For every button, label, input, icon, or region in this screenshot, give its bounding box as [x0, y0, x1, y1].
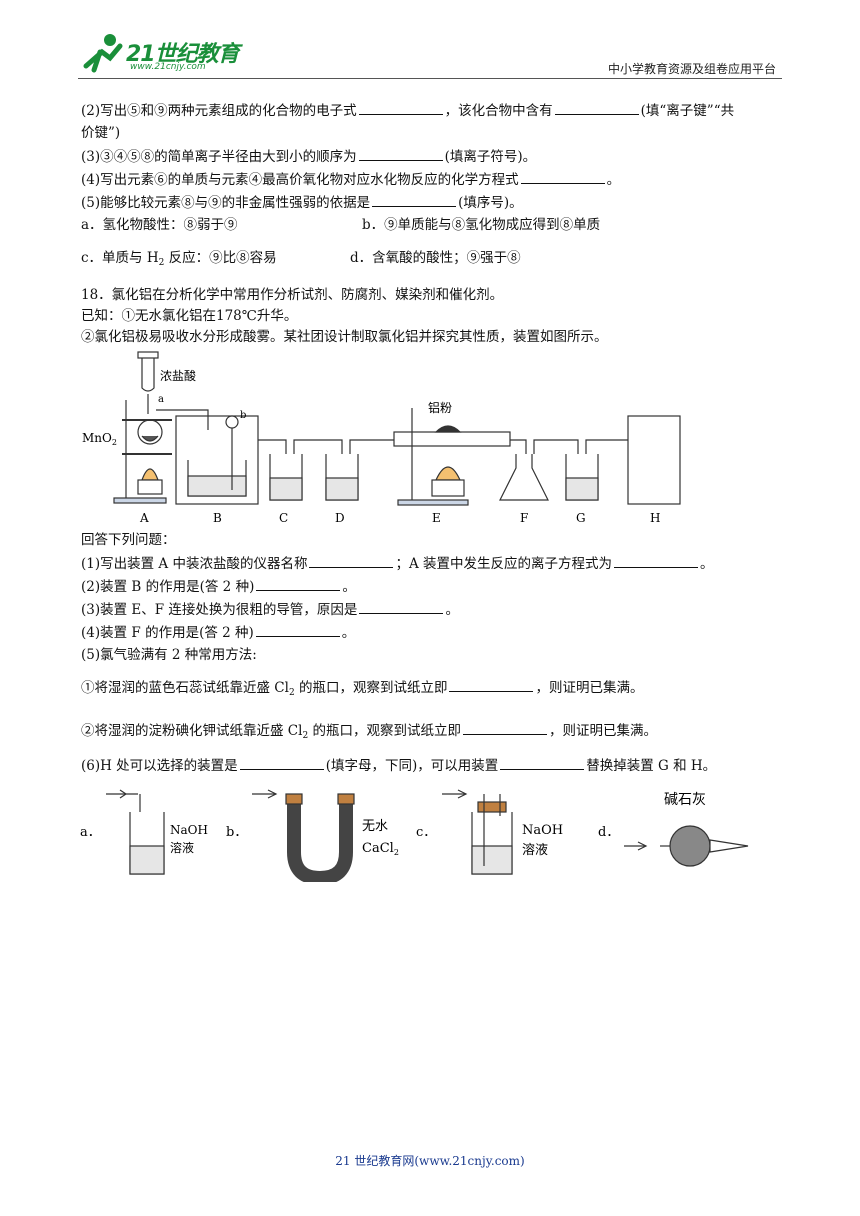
question-2-cont: 价键”) [81, 125, 121, 141]
letter-e: E [432, 511, 441, 525]
option-b: b．⑨单质能与⑧氢化物成应得到⑧单质 [362, 217, 601, 233]
drying-tube-bulb [669, 825, 711, 867]
answer-blank [449, 677, 534, 692]
letter-g: G [576, 511, 586, 525]
fig-b-text2: CaCl2 [362, 841, 399, 857]
known-1: 已知：①无水氯化铝在178℃升华。 [81, 308, 298, 324]
question-18: 18．氯化铝在分析化学中常用作分析试剂、防腐剂、媒染剂和催化剂。 [81, 287, 504, 303]
question-4: (4)写出元素⑥的单质与元素④最高价氧化物对应水化物反应的化学方程式。 [81, 169, 620, 190]
answer-blank [372, 192, 457, 207]
letter-f: F [520, 511, 528, 525]
tube-bcd [258, 439, 394, 454]
letter-h: H [650, 511, 660, 525]
sub-question-6: (6)H 处可以选择的装置是(填字母，下同)，可以用装置替换掉装置 G 和 H。 [81, 755, 716, 776]
tube-ab [156, 409, 209, 430]
fig-label-b: b． [226, 825, 247, 840]
sub-question-3: (3)装置 E、F 连接处换为很粗的导管，原因是。 [81, 599, 459, 620]
fig-b-text1: 无水 [362, 819, 388, 834]
answer-blank [358, 100, 443, 115]
answer-blank [500, 755, 585, 770]
option-d: d．含氧酸的酸性；⑨强于⑧ [350, 250, 521, 266]
box-h [627, 415, 681, 505]
label-hcl: 浓盐酸 [160, 368, 196, 383]
option-a: a．氢化物酸性：⑧弱于⑨ [81, 217, 238, 233]
answer-intro: 回答下列问题： [81, 532, 176, 548]
label-al: 铝粉 [428, 400, 452, 415]
method-1: ①将湿润的蓝色石蕊试纸靠近盛 Cl2 的瓶口，观察到试纸立即，则证明已集满。 [81, 677, 643, 703]
logo: 21世纪教育 www.21cnjy.com [80, 32, 250, 76]
fig-label-a: a． [80, 825, 101, 840]
sub-question-5: (5)氯气验满有 2 种常用方法: [81, 647, 257, 663]
option-c: c．单质与 H2 反应：⑨比⑧容易 [81, 250, 277, 268]
answer-blank [309, 553, 394, 568]
sub-question-4: (4)装置 F 的作用是(答 2 种)。 [81, 622, 355, 643]
fig-c-text1: NaOH [522, 823, 563, 838]
fig-label-d: d． [598, 825, 619, 840]
answer-blank [614, 553, 699, 568]
option-figures: a． NaOH 溶液 b． 无水 CaCl2 c． NaOH 溶液 d． 碱石灰 [80, 789, 749, 882]
page-header: 21世纪教育 www.21cnjy.com 中小学教育资源及组卷应用平台 [78, 30, 782, 79]
answer-blank [255, 622, 340, 637]
conical-flask-f [499, 454, 549, 501]
sub-question-1: (1)写出装置 A 中装浓盐酸的仪器名称；A 装置中发生反应的离子方程式为。 [81, 553, 714, 574]
stand-base [113, 497, 167, 504]
question-2: (2)写出⑤和⑨两种元素组成的化合物的电子式，该化合物中含有(填“离子键”“共 [81, 100, 734, 121]
fig-c-text2: 溶液 [522, 843, 548, 858]
alcohol-lamp-e [431, 479, 465, 497]
method-2: ②将湿润的淀粉碘化钾试纸靠近盛 Cl2 的瓶口，观察到试纸立即，则证明已集满。 [81, 720, 657, 746]
page-footer: 21 世纪教育网(www.21cnjy.com) [335, 1154, 525, 1168]
aluminum-powder [434, 425, 462, 433]
dropping-funnel [141, 358, 155, 392]
answer-blank [359, 599, 444, 614]
question-5: (5)能够比较元素⑧与⑨的非金属性强弱的依据是(填序号)。 [81, 192, 523, 213]
answer-blank [358, 146, 443, 161]
burner-flame [141, 468, 159, 481]
question-3: (3)③④⑤⑧的简单离子半径由大到小的顺序为(填离子符号)。 [81, 146, 536, 167]
fig-a-text1: NaOH [170, 823, 208, 837]
box-b [175, 415, 259, 505]
answer-blank [554, 100, 639, 115]
letter-b: B [213, 511, 222, 525]
platform-name: 中小学教育资源及组卷应用平台 [607, 62, 776, 76]
letter-d: D [335, 511, 345, 525]
alcohol-lamp [137, 479, 163, 495]
label-b-small: b [240, 410, 246, 421]
answer-blank [256, 576, 341, 591]
fig-d-text: 碱石灰 [664, 792, 706, 808]
label-mno2: MnO2 [82, 431, 117, 447]
apparatus-diagram: 浓盐酸 a b MnO2 铝粉 A B C D E F G H [82, 351, 681, 525]
safety-funnel [225, 415, 239, 429]
answer-blank [239, 755, 324, 770]
answer-blank [462, 720, 547, 735]
logo-url: www.21cnjy.com [130, 62, 206, 72]
burner-flame-e [435, 466, 461, 481]
fig-label-c: c． [416, 825, 436, 840]
funnel-stopper [137, 351, 159, 359]
tube-efgh [510, 439, 628, 454]
known-2: ②氯化铝极易吸收水分形成酸雾。某社团设计制取氯化铝并探究其性质，装置如图所示。 [81, 329, 608, 345]
label-a-small: a [158, 394, 164, 405]
sub-question-2: (2)装置 B 的作用是(答 2 种)。 [81, 576, 356, 597]
letter-a: A [139, 511, 149, 525]
u-tube [287, 804, 353, 882]
letter-c: C [279, 511, 288, 525]
runner-logo-icon [83, 34, 123, 73]
logo-text: 21世纪教育 [126, 42, 240, 67]
answer-blank [520, 169, 605, 184]
fig-a-text2: 溶液 [170, 840, 194, 855]
